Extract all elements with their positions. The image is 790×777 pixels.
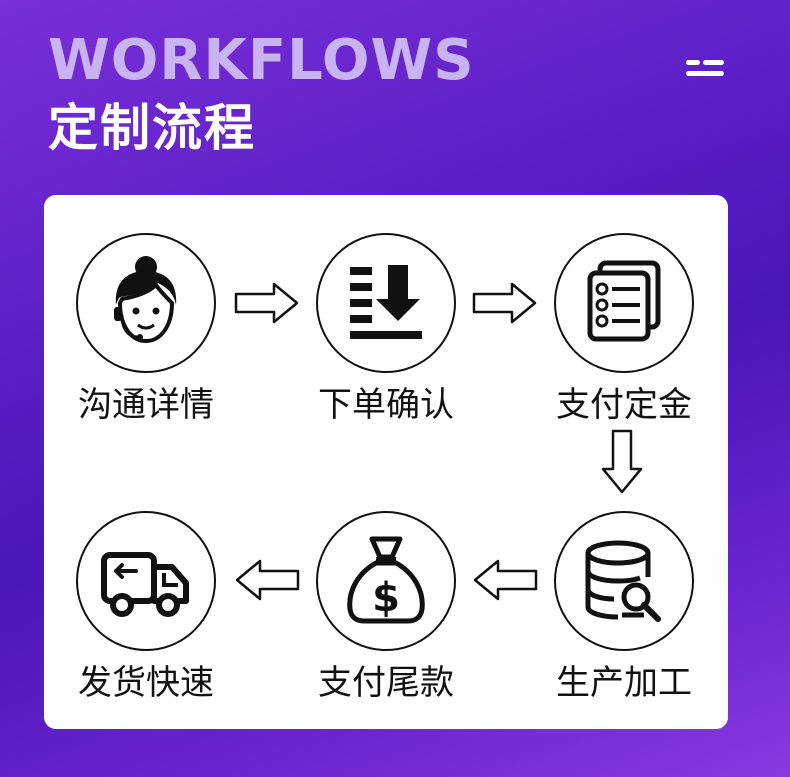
step-icon-circle xyxy=(76,511,216,651)
customer-service-icon xyxy=(114,256,177,344)
delivery-truck-icon xyxy=(101,552,189,617)
page-title-chinese: 定制流程 xyxy=(48,99,256,157)
step-label: 支付定金 xyxy=(556,385,692,425)
step-label: 下单确认 xyxy=(318,385,454,425)
step-icon-circle xyxy=(554,233,694,373)
step-label: 支付尾款 xyxy=(318,663,454,703)
money-bag-icon: $ xyxy=(347,536,425,624)
step-label: 沟通详情 xyxy=(78,385,214,425)
list-document-icon xyxy=(587,260,661,342)
step-label: 发货快速 xyxy=(78,663,214,703)
step-icon-circle: $ xyxy=(316,511,456,651)
arrow-down-icon xyxy=(601,429,643,494)
page-title-english: WORKFLOWS xyxy=(48,28,475,93)
arrow-right-icon xyxy=(234,282,299,324)
arrow-left-icon xyxy=(235,559,300,601)
arrow-right-icon xyxy=(472,282,537,324)
step-label: 生产加工 xyxy=(556,663,692,703)
arrow-left-icon xyxy=(473,559,538,601)
svg-text:$: $ xyxy=(372,575,400,621)
step-icon-circle xyxy=(554,511,694,651)
workflow-card: 沟通详情 下单确认 xyxy=(44,195,728,729)
step-icon-circle xyxy=(76,233,216,373)
download-order-icon xyxy=(350,265,422,339)
step-icon-circle xyxy=(316,233,456,373)
database-production-icon xyxy=(585,540,661,622)
menu-icon[interactable] xyxy=(686,58,724,80)
